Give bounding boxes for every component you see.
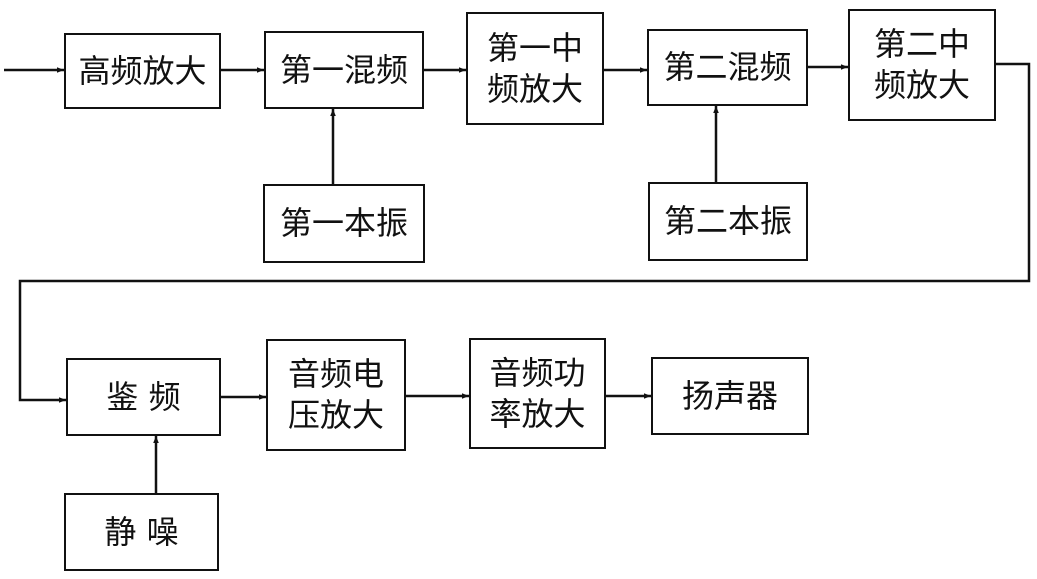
rf-amp-block: 高频放大 [64,33,221,109]
arrow-if2-to-discriminator [18,62,1031,403]
speaker-block: 扬声器 [651,357,809,435]
if1-amp-block: 第一中 频放大 [466,12,604,125]
if2-amp-block: 第二中 频放大 [848,9,996,121]
lo2-block: 第二本振 [648,182,808,261]
squelch-block: 静 噪 [64,493,219,571]
af-power-amp-block: 音频功 率放大 [469,338,606,449]
mixer2-block: 第二混频 [647,29,808,106]
discriminator-block: 鉴 频 [66,358,221,436]
af-voltage-amp-block: 音频电 压放大 [266,339,406,451]
lo1-block: 第一本振 [263,184,425,263]
mixer1-block: 第一混频 [264,31,424,109]
